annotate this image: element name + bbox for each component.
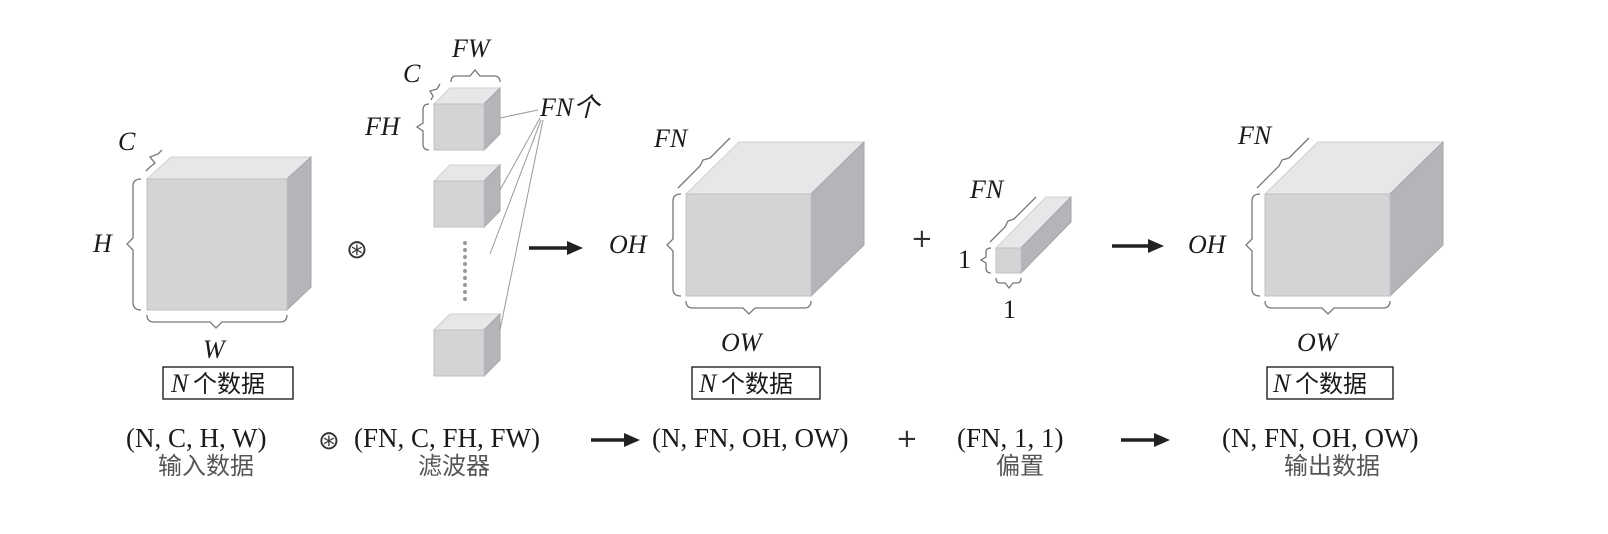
bias-height-brace — [979, 247, 992, 274]
input-batch-text: 个数据 — [193, 370, 265, 398]
bottom-arrow-2 — [1121, 433, 1170, 447]
conv-output-batch-text: 个数据 — [721, 370, 793, 398]
input-width-label: W — [203, 335, 227, 364]
filter-width-label: FW — [451, 34, 492, 63]
arrow-to-conv-output — [529, 241, 583, 255]
output-shape-tuple: (N, FN, OH, OW) — [1222, 423, 1418, 453]
bias-width-brace — [995, 277, 1022, 290]
filter-count-leader-lines — [489, 109, 544, 331]
final-output-cube — [1263, 140, 1445, 298]
conv-output-width-brace — [685, 300, 812, 315]
filter-channel-label: C — [403, 59, 421, 88]
input-batch-box: N 个数据 — [162, 366, 294, 400]
conv-output-cube — [684, 140, 866, 298]
bottom-conv-operator: ⊛ — [318, 426, 340, 456]
filter-cube-1 — [432, 86, 502, 152]
input-data-cube — [145, 155, 313, 312]
final-output-height-brace — [1245, 193, 1261, 297]
input-data-caption: 输入数据 — [158, 452, 254, 480]
input-height-label: H — [92, 229, 113, 258]
conv-output-channel-brace — [677, 137, 731, 189]
final-output-width-brace — [1264, 300, 1391, 315]
filter-cube-2 — [432, 163, 502, 229]
bottom-plus-operator: + — [896, 424, 918, 454]
final-output-channel-brace — [1256, 137, 1310, 189]
bottom-arrow-1 — [591, 433, 640, 447]
input-width-brace — [146, 314, 288, 329]
bias-channel-label: FN — [969, 175, 1005, 204]
input-batch-n: N — [170, 369, 190, 398]
filter-height-label: FH — [364, 112, 401, 141]
bias-caption: 偏置 — [996, 452, 1044, 480]
conv-result-shape-tuple: (N, FN, OH, OW) — [652, 423, 848, 453]
arrow-to-final-output — [1112, 239, 1164, 253]
bias-cube — [994, 195, 1073, 275]
filter-caption: 滤波器 — [418, 452, 490, 480]
conv-output-channel-label: FN — [653, 124, 689, 153]
conv-operator-symbol: ⊛ — [346, 235, 368, 265]
bias-shape-tuple: (FN, 1, 1) — [957, 423, 1064, 453]
final-output-batch-n: N — [1272, 369, 1292, 398]
plus-operator-symbol: + — [911, 224, 933, 254]
conv-output-batch-box: N 个数据 — [691, 366, 821, 400]
bias-width-label: 1 — [1003, 295, 1016, 324]
filter-channel-brace — [429, 83, 441, 101]
filter-count-label: FN个 — [539, 93, 602, 122]
final-output-width-label: OW — [1297, 328, 1340, 357]
final-output-channel-label: FN — [1237, 121, 1273, 150]
filter-shape-tuple: (FN, C, FH, FW) — [354, 423, 540, 453]
final-output-batch-box: N 个数据 — [1266, 366, 1394, 400]
conv-output-batch-n: N — [698, 369, 718, 398]
filter-width-brace — [450, 68, 501, 83]
bias-channel-brace — [989, 196, 1037, 243]
bias-height-label: 1 — [958, 245, 971, 274]
filter-ellipsis-dots — [463, 241, 467, 301]
input-shape-tuple: (N, C, H, W) — [126, 423, 266, 453]
conv-output-height-label: OH — [609, 230, 648, 259]
conv-output-height-brace — [666, 193, 682, 297]
filter-height-brace — [415, 103, 430, 151]
input-channel-label: C — [118, 127, 136, 156]
input-channel-brace — [145, 149, 163, 172]
conv-output-width-label: OW — [721, 328, 764, 357]
filter-cube-n — [432, 312, 502, 378]
input-height-brace — [126, 178, 142, 311]
final-output-batch-text: 个数据 — [1295, 370, 1367, 398]
output-data-caption: 输出数据 — [1284, 452, 1380, 480]
final-output-height-label: OH — [1188, 230, 1227, 259]
